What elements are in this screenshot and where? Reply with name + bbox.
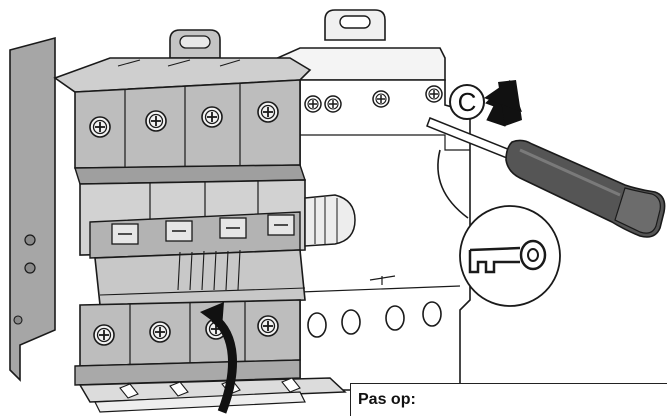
c-marker-label: C <box>458 87 477 117</box>
key-callout <box>437 149 561 307</box>
circuit-breaker-block <box>9 29 356 413</box>
lift-arrow-icon <box>200 302 237 414</box>
caution-note-title: Pas op: <box>358 391 416 408</box>
push-arrow-icon <box>484 80 522 127</box>
caution-note-box: Pas op: <box>350 383 667 416</box>
c-marker: C <box>449 84 485 120</box>
screwdriver-icon <box>426 117 666 238</box>
key-icon <box>468 239 547 274</box>
